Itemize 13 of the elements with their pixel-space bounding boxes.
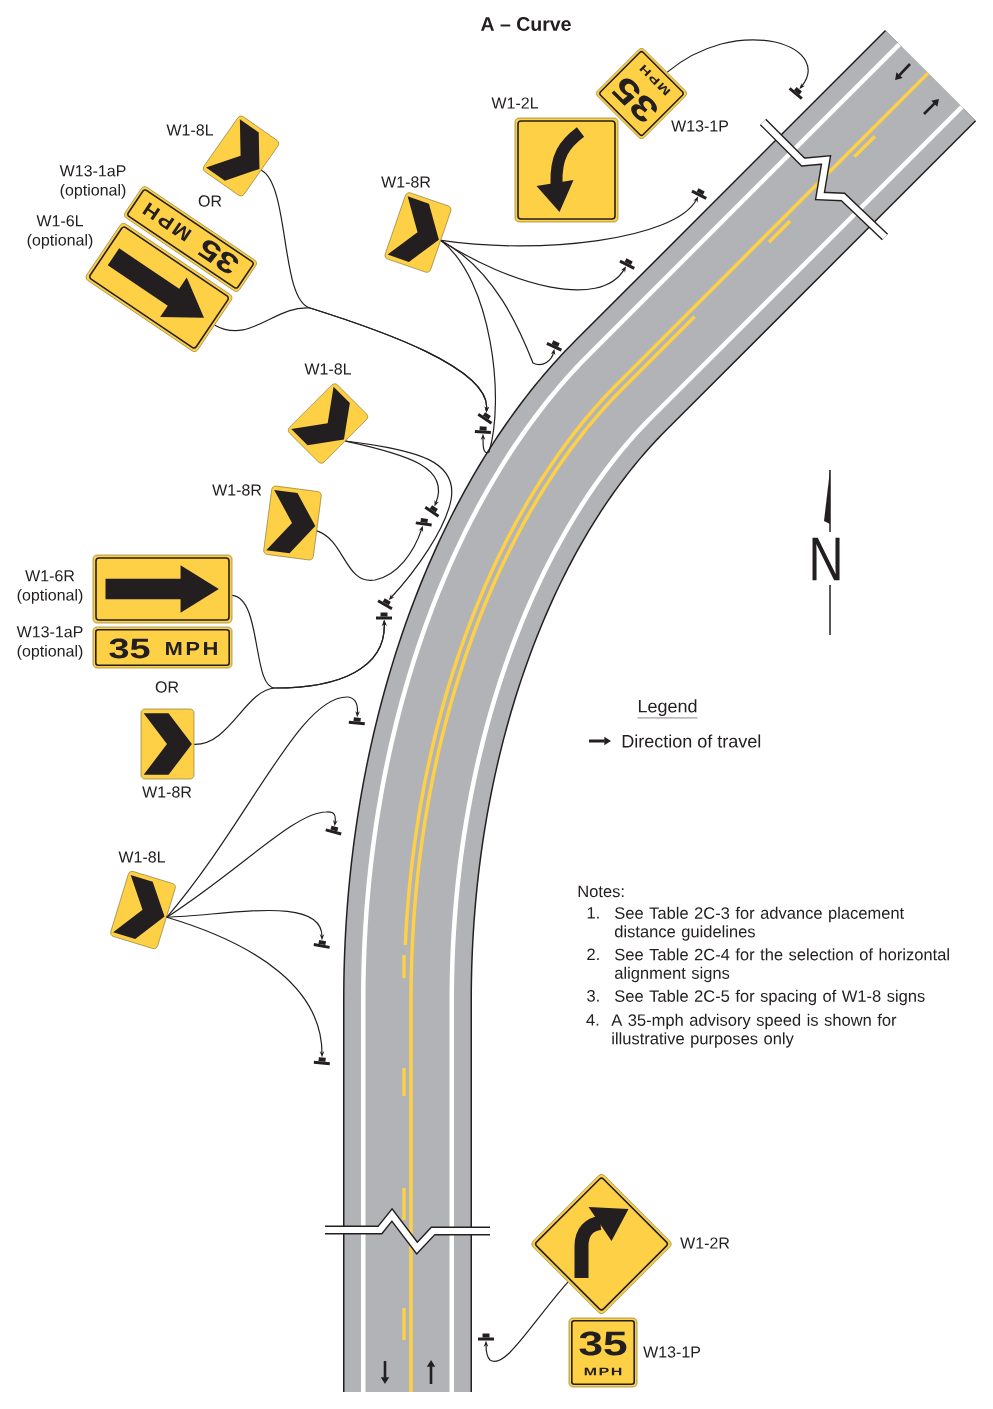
sign-code: W13-1aP (optional) (59, 165, 126, 199)
sign-code: W1-6L (optional) (27, 215, 93, 249)
or-label: OR (198, 195, 222, 207)
sign-code: W1-8L (118, 851, 166, 863)
sign-code: W1-8R (142, 786, 192, 798)
sign-code: W1-6R (optional) (17, 570, 83, 604)
sign-code: W1-8R (212, 484, 262, 496)
or-label: OR (155, 681, 179, 693)
sign-code: W13-1aP (optional) (16, 626, 83, 660)
sign-code: W1-8L (166, 124, 214, 136)
sign-code: W1-8L (304, 363, 352, 375)
title: A – Curve (481, 17, 571, 31)
speed-plaque: 35 MPH (92, 626, 233, 669)
